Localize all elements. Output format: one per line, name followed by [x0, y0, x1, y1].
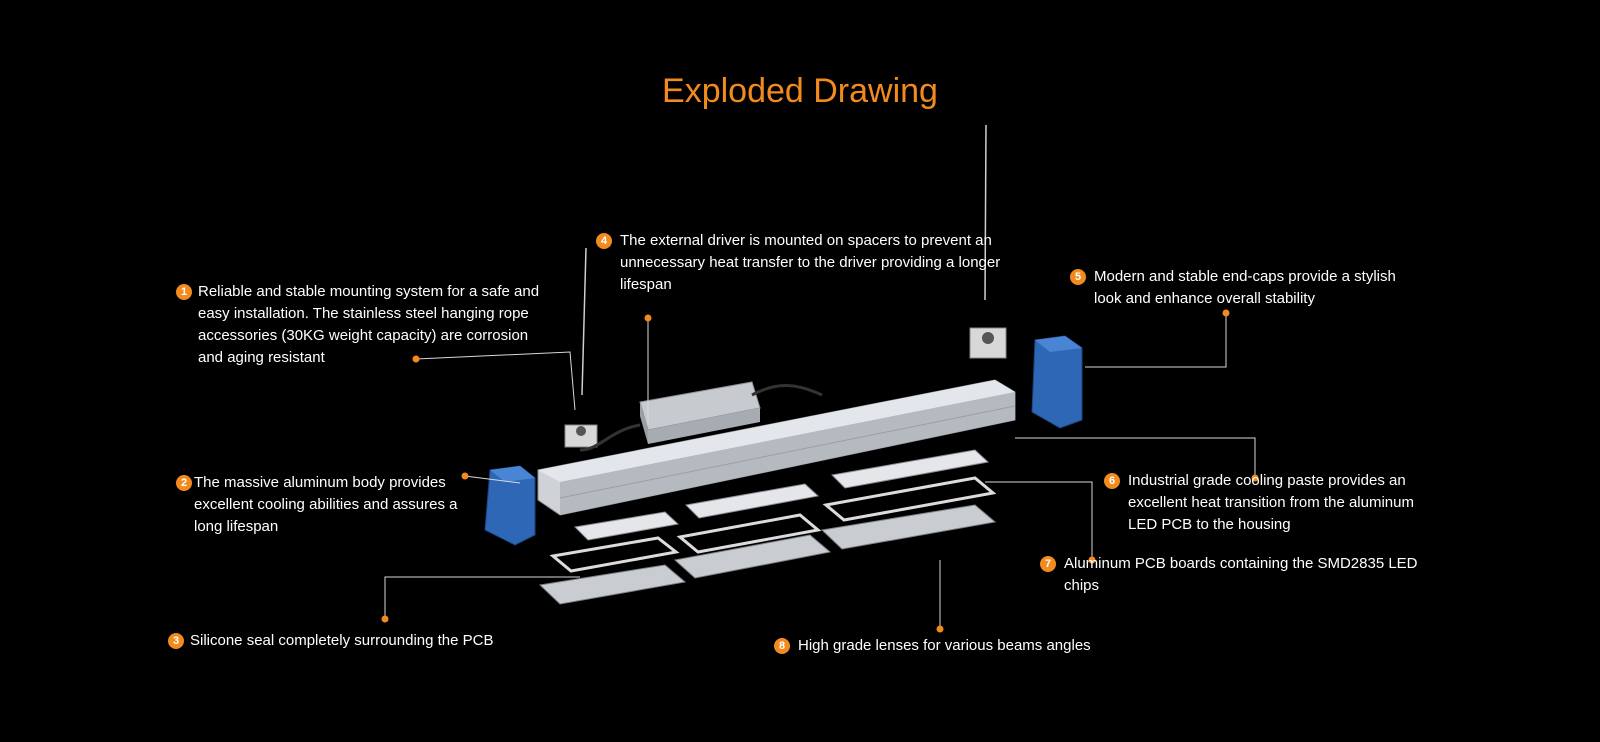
callout-5: 5 Modern and stable end-caps provide a s… [1070, 266, 1420, 310]
callout-badge-2: 2 [176, 475, 192, 491]
callout-text-5: Modern and stable end-caps provide a sty… [1094, 268, 1396, 307]
end-cap-right [1031, 335, 1083, 429]
pointer-dot-8 [936, 625, 944, 633]
hanging-rope-left [581, 247, 587, 396]
external-driver [579, 381, 823, 452]
callout-text-2: The massive aluminum body provides excel… [194, 474, 458, 535]
silicone-seals [549, 476, 997, 573]
mounting-bracket-right [969, 327, 1007, 359]
pointer-dot-4 [644, 314, 652, 322]
callout-badge-5: 5 [1070, 269, 1086, 285]
callout-text-7: Aluminum PCB boards containing the SMD28… [1064, 555, 1418, 594]
pointer-dot-5 [1222, 309, 1230, 317]
callout-badge-3: 3 [168, 633, 184, 649]
callout-8: 8 High grade lenses for various beams an… [774, 635, 1114, 657]
callout-badge-1: 1 [176, 284, 192, 300]
callout-badge-8: 8 [774, 638, 790, 654]
pointer-dot-3 [381, 615, 389, 623]
page-title: Exploded Drawing [662, 72, 938, 110]
callout-badge-4: 4 [596, 233, 612, 249]
callout-badge-7: 7 [1040, 556, 1056, 572]
callout-text-8: High grade lenses for various beams angl… [798, 637, 1091, 654]
pointer-dot-1 [412, 355, 420, 363]
hanging-rope-right [984, 124, 987, 301]
callout-text-3: Silicone seal completely surrounding the… [190, 632, 494, 649]
callout-2: 2 The massive aluminum body provides exc… [176, 472, 486, 538]
lens-panels [538, 504, 997, 605]
callout-4: 4 The external driver is mounted on spac… [596, 230, 1016, 296]
callout-6: 6 Industrial grade cooling paste provide… [1104, 470, 1444, 536]
callout-1: 1 Reliable and stable mounting system fo… [176, 281, 546, 369]
end-cap-left [484, 465, 536, 546]
pointer-dot-2 [461, 472, 469, 480]
callout-7: 7 Aluminum PCB boards containing the SMD… [1040, 553, 1440, 597]
callout-text-1: Reliable and stable mounting system for … [198, 283, 540, 366]
pointer-dot-7 [1088, 556, 1096, 564]
aluminum-body [537, 379, 1016, 516]
callout-3: 3 Silicone seal completely surrounding t… [168, 630, 548, 652]
callout-badge-6: 6 [1104, 473, 1120, 489]
callout-text-6: Industrial grade cooling paste provides … [1128, 472, 1414, 533]
mounting-bracket-left [564, 424, 598, 448]
led-pcb-boards [573, 449, 990, 541]
callout-text-4: The external driver is mounted on spacer… [620, 232, 1001, 293]
pointer-dot-6 [1251, 474, 1259, 482]
